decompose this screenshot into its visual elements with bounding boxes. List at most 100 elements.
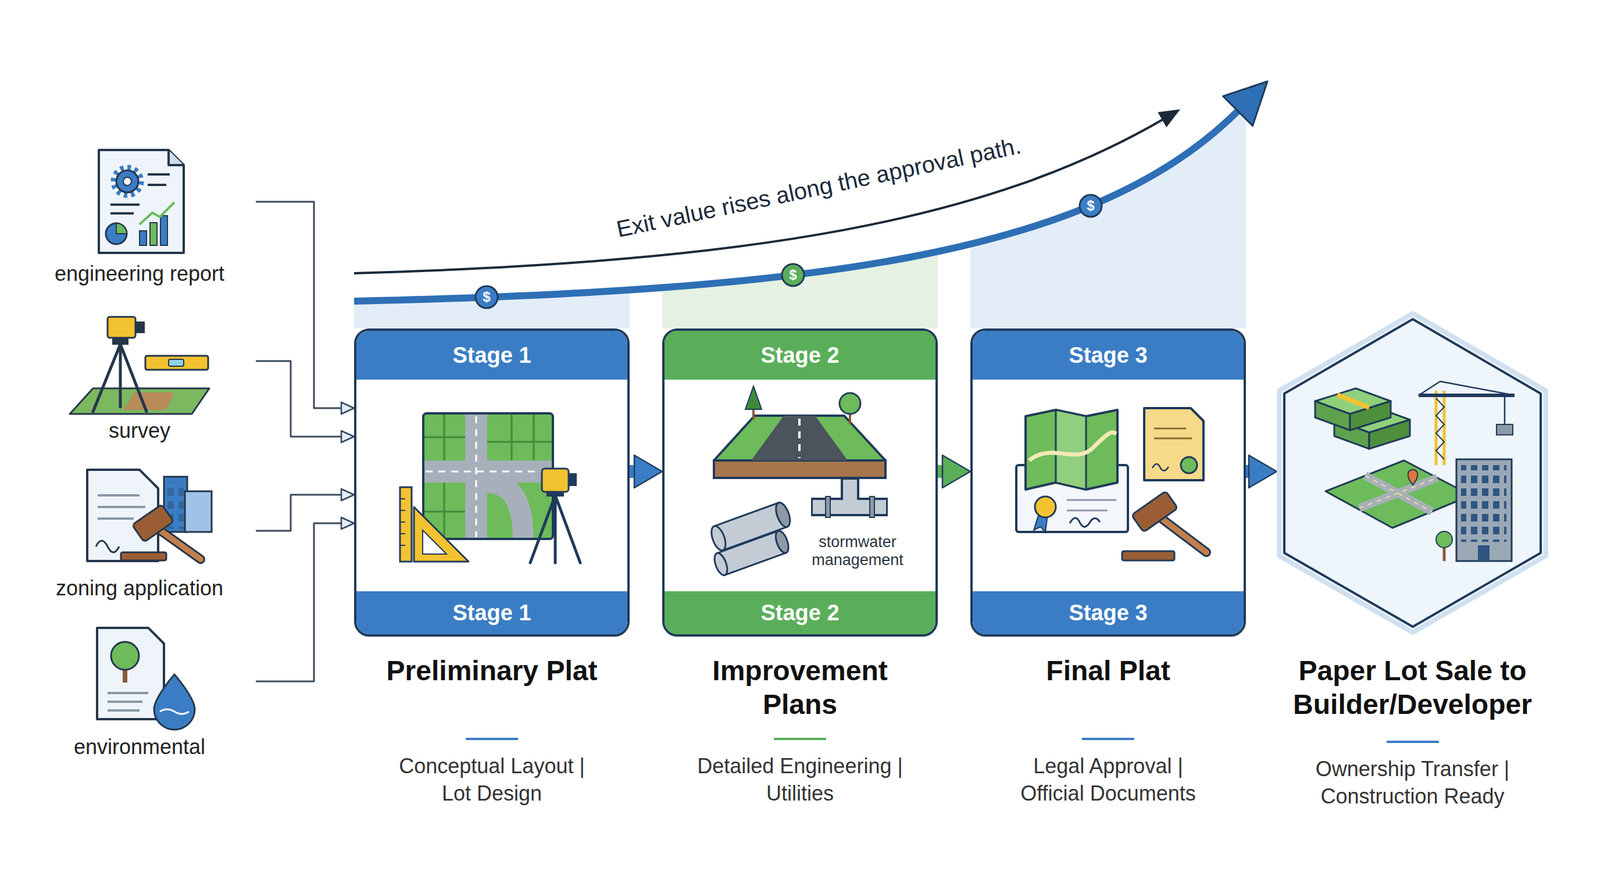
certificate-icon [1034, 496, 1056, 518]
survey-icon [112, 337, 129, 345]
certificate-icon [1066, 500, 1117, 511]
card-frame: Stage 3 Stage 3 [970, 328, 1246, 637]
survey-icon [145, 355, 209, 370]
approval-document-icon [1180, 456, 1198, 474]
survey-icon [107, 316, 136, 338]
zoning-icon [120, 552, 167, 561]
accent-line [465, 737, 519, 741]
approval-document-icon [1152, 463, 1169, 471]
value-shading [662, 110, 938, 329]
stage-description: Ownership Transfer | Construction Ready [1306, 755, 1519, 811]
folded-map-icon [1025, 409, 1118, 490]
stormwater-pipe-icon [811, 477, 888, 507]
money-stack-icon [1369, 419, 1410, 449]
input-item: zoning application [23, 462, 256, 603]
gavel-icon [1131, 491, 1178, 533]
road-slab-icon [839, 393, 861, 414]
stormwater-pipe-icon [708, 524, 729, 553]
money-stack-icon [1315, 401, 1350, 431]
ruler-icon [413, 506, 469, 562]
stage-card: Stage 3Stage 3Final PlatLegal Approval |… [970, 328, 1246, 841]
stage-card: Stage 1Stage 1Preliminary PlatConceptual… [354, 328, 630, 841]
report-icon [98, 150, 184, 253]
hexagon-outline [1276, 311, 1549, 635]
report-icon [110, 174, 170, 214]
ruler-icon [400, 498, 406, 546]
building-icon [1456, 459, 1512, 562]
environmental-icon [159, 709, 189, 714]
outcome-hexagon: Paper Lot Sale to Builder/DeveloperOwner… [1276, 311, 1549, 835]
value-coin [1079, 194, 1102, 217]
card-frame: Stage 2Stage 2 [662, 328, 938, 637]
accent-line [1386, 740, 1439, 744]
gavel-icon [1122, 491, 1207, 561]
lots-icon [1325, 460, 1471, 528]
plat-map-icon [487, 482, 524, 539]
money-stack-icon [1315, 388, 1410, 449]
input-connector [255, 201, 343, 409]
theodolite-icon [541, 468, 569, 492]
value-coin [781, 263, 805, 287]
survey-icon [123, 392, 175, 410]
ruler-icon [400, 487, 469, 562]
road-slab-icon [713, 415, 886, 461]
card-frame: Stage 1 Stage 1 [354, 328, 630, 637]
accent-line [1081, 737, 1135, 741]
survey-icon [168, 359, 184, 367]
hexagon-ground [1279, 313, 1546, 633]
stormwater-pipe-icon [773, 500, 794, 529]
survey-icon [93, 344, 147, 412]
input-item: engineering report [23, 145, 256, 288]
coin-symbol: $ [1086, 198, 1095, 213]
building-icon [1477, 545, 1490, 562]
zoning-icon [87, 469, 212, 562]
gavel-icon [1161, 518, 1207, 553]
accent-line [773, 737, 827, 741]
road-slab-icon [713, 460, 886, 478]
lots-icon [1325, 460, 1471, 528]
road-slab-icon [798, 418, 801, 459]
report-icon [139, 230, 147, 246]
footer-band: Stage 3 [972, 591, 1244, 635]
building-icon [1461, 465, 1507, 542]
input-item: survey [23, 308, 256, 445]
money-stack-icon [1350, 401, 1391, 431]
crane-icon [1418, 381, 1515, 396]
stage-title: Final Plat [986, 654, 1231, 688]
building-icon [1436, 531, 1453, 548]
survey-icon [135, 321, 145, 334]
lots-icon [1359, 475, 1438, 512]
input-item: environmental [23, 619, 256, 762]
report-icon [139, 202, 175, 225]
crane-icon [1436, 390, 1445, 466]
approval-document-icon [1154, 428, 1192, 439]
stage-description: Detailed Engineering | Utilities [694, 752, 907, 808]
theodolite-icon [530, 495, 581, 563]
stage-header: Stage 3 [1068, 343, 1148, 369]
crane-icon [1436, 398, 1445, 460]
stage-footer: Stage 1 [452, 600, 531, 626]
ruler-icon [400, 487, 412, 562]
input-connector [255, 361, 343, 437]
road-slab-icon [713, 386, 886, 478]
approval-document-icon [1144, 408, 1204, 481]
report-icon [150, 222, 157, 246]
survey-icon [69, 316, 210, 414]
gavel-icon [1122, 551, 1175, 561]
stormwater-pipe-icon [708, 500, 794, 553]
lots-icon [1359, 475, 1438, 512]
plat-map-icon [423, 413, 553, 539]
building-icon [1436, 459, 1512, 562]
certificate-icon [1069, 518, 1100, 527]
environmental-icon [97, 627, 195, 730]
approval-document-icon [1144, 408, 1204, 481]
stage-footer: Stage 2 [760, 600, 839, 626]
value-trend-line [1157, 101, 1185, 128]
coin-symbol: $ [788, 268, 797, 282]
report-icon [160, 215, 168, 246]
stage-header: Stage 1 [452, 343, 531, 369]
stage-description: Conceptual Layout | Lot Design [386, 752, 599, 808]
plat-map-icon [423, 413, 553, 539]
value-shading [354, 110, 1246, 329]
footer-band: Stage 1 [356, 591, 628, 635]
